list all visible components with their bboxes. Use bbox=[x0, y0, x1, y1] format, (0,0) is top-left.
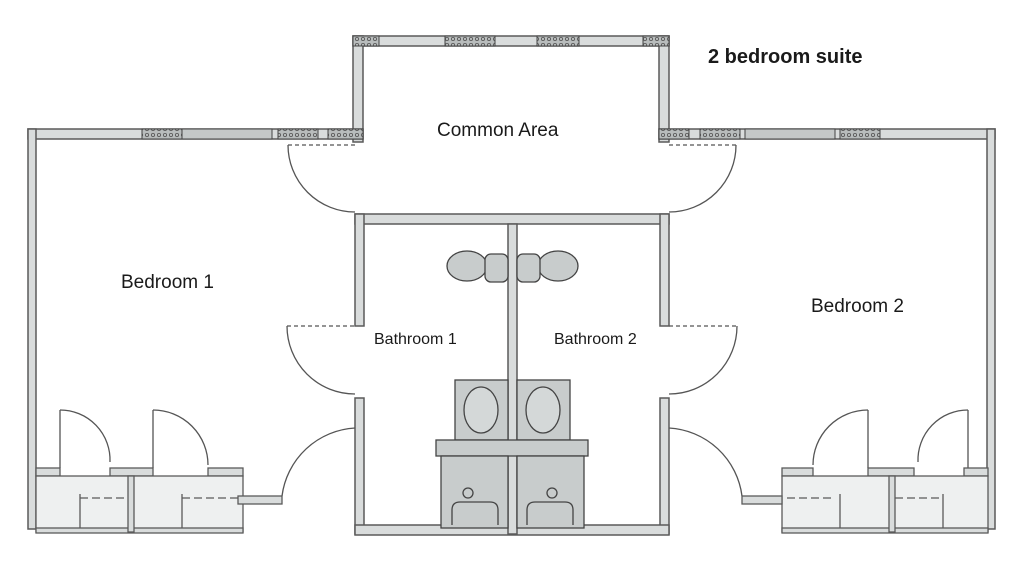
closets-left bbox=[35, 467, 283, 534]
room-label-bedroom-1: Bedroom 1 bbox=[121, 272, 214, 293]
room-label-common-area: Common Area bbox=[437, 120, 559, 141]
plan-title: 2 bedroom suite bbox=[708, 46, 863, 68]
toilets bbox=[446, 250, 579, 283]
door-swings bbox=[59, 144, 969, 497]
room-label-bedroom-2: Bedroom 2 bbox=[811, 296, 904, 317]
windows bbox=[141, 35, 881, 140]
closets-right bbox=[741, 467, 989, 534]
room-label-bathroom-2: Bathroom 2 bbox=[554, 331, 637, 348]
room-label-bathroom-1: Bathroom 1 bbox=[374, 331, 457, 348]
vanities bbox=[435, 379, 589, 529]
